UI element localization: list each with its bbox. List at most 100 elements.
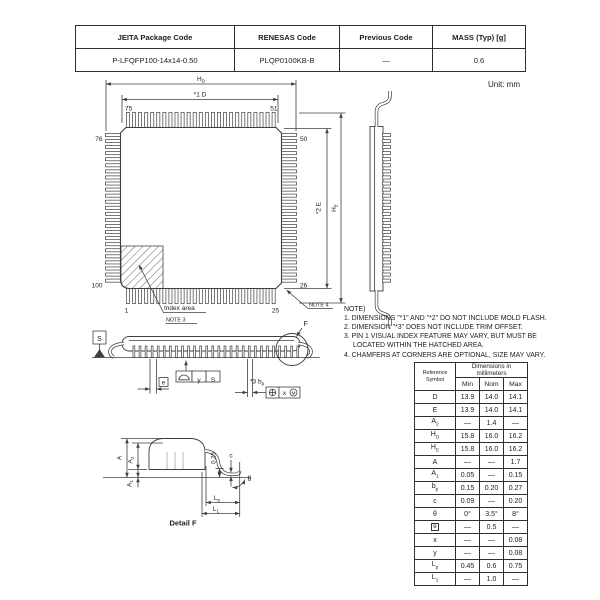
col-min: Min xyxy=(455,377,480,391)
package-pin xyxy=(211,112,215,129)
package-pin xyxy=(382,218,391,222)
package-pin xyxy=(280,157,297,162)
package-pin xyxy=(175,345,178,358)
package-pin xyxy=(280,278,297,283)
dim-value-max: 0.20 xyxy=(502,494,529,508)
flatness-frame xyxy=(175,370,193,383)
bp-label: *3 bp xyxy=(250,379,265,387)
package-pin xyxy=(284,345,287,358)
package-pin xyxy=(105,169,122,174)
notes-title: NOTE) xyxy=(344,306,366,313)
dim-value-min: 13.9 xyxy=(455,403,480,417)
package-pin xyxy=(296,345,300,358)
dim-table-row: A2—1.4— xyxy=(414,416,529,430)
package-pin xyxy=(105,175,122,180)
pin-number-51: 51 xyxy=(270,106,278,113)
value-previous-code: — xyxy=(339,48,433,72)
package-pin xyxy=(105,272,122,277)
dim-value-min: 15.8 xyxy=(455,442,480,456)
package-pin xyxy=(259,287,264,304)
package-pin xyxy=(382,187,391,192)
package-pin xyxy=(187,345,190,358)
detail-f-ref-label: F xyxy=(304,321,308,328)
package-pin xyxy=(105,211,122,216)
package-pin xyxy=(382,230,391,234)
package-pin xyxy=(272,345,275,358)
ref-symbol-cell: c xyxy=(414,494,456,508)
package-seated-view: S e y S *3 bp xyxy=(92,330,320,399)
ref-symbol-cell: HD xyxy=(414,429,456,443)
package-pin xyxy=(138,345,142,358)
package-pin xyxy=(266,345,269,358)
note-item-4: 4. CHAMFERS AT CORNERS ARE OPTIONAL, SIZ… xyxy=(344,351,546,359)
unit-label: Unit: mm xyxy=(488,80,520,89)
package-pin xyxy=(271,287,276,304)
package-pin xyxy=(382,260,391,265)
dim-value-max: — xyxy=(502,572,529,586)
package-pin xyxy=(280,266,297,271)
package-pin xyxy=(382,254,391,259)
package-pin xyxy=(186,112,191,129)
package-pin xyxy=(105,254,122,259)
package-pin xyxy=(382,205,391,210)
package-pin xyxy=(180,112,185,129)
package-pin xyxy=(280,242,297,247)
package-pin xyxy=(229,345,233,358)
mmc-m-label: M xyxy=(292,391,296,397)
package-pin xyxy=(382,151,391,156)
package-pin xyxy=(204,287,209,304)
package-pin xyxy=(382,157,391,162)
package-pin xyxy=(280,230,297,234)
package-pin xyxy=(105,278,122,283)
package-pin xyxy=(382,181,391,186)
package-pin xyxy=(253,112,258,129)
pitch-e-label: e xyxy=(162,380,166,387)
notes-block: NOTE) 1. DIMENSIONS "*1" AND "*2" DO NOT… xyxy=(344,305,554,360)
note4-label: NOTE 4 xyxy=(309,303,328,309)
package-pin xyxy=(168,112,173,129)
package-pin xyxy=(144,112,149,129)
package-pin xyxy=(241,112,246,129)
dim-value-nom: — xyxy=(479,468,504,482)
package-pin xyxy=(105,163,122,168)
pin-number-26: 26 xyxy=(300,283,308,290)
package-pin xyxy=(105,187,122,192)
package-pin xyxy=(280,175,297,180)
package-pin xyxy=(265,112,270,129)
dim-value-min: — xyxy=(455,416,480,430)
package-pin xyxy=(382,211,391,216)
dim-value-min: 15.8 xyxy=(455,429,480,443)
package-pin xyxy=(382,199,391,204)
datum-s-label: S xyxy=(97,336,102,343)
dim-value-nom: 3.5° xyxy=(479,507,504,521)
package-pin xyxy=(156,345,160,358)
package-pin xyxy=(105,218,122,222)
note-item-2: 2. DIMENSION "*3" DOES NOT INCLUDE TRIM … xyxy=(344,324,523,332)
dim-label-gauge: 0.25 xyxy=(212,452,218,464)
flatness-s-label: S xyxy=(211,377,216,384)
dim-value-nom: 14.0 xyxy=(479,390,504,404)
package-pin xyxy=(280,211,297,216)
detail-f-circle xyxy=(275,333,309,366)
dim-value-nom: — xyxy=(479,546,504,560)
package-pin xyxy=(105,224,122,228)
package-pin xyxy=(105,242,122,247)
package-pin xyxy=(241,287,246,304)
dimensions-mm-header: Dimensions in millimeters xyxy=(454,362,529,378)
seating-plane-icon xyxy=(178,374,190,381)
package-pin xyxy=(204,112,209,129)
side-body xyxy=(369,126,384,292)
dim-table-row: e—0.5— xyxy=(414,520,529,534)
dim-value-nom: 0.20 xyxy=(479,481,504,495)
dim-label-e: *2 E xyxy=(316,201,323,214)
package-pin xyxy=(105,205,122,210)
package-pin xyxy=(211,345,215,358)
package-pin xyxy=(217,345,221,358)
package-pin xyxy=(144,345,148,358)
dim-value-min: 0.45 xyxy=(455,559,480,573)
